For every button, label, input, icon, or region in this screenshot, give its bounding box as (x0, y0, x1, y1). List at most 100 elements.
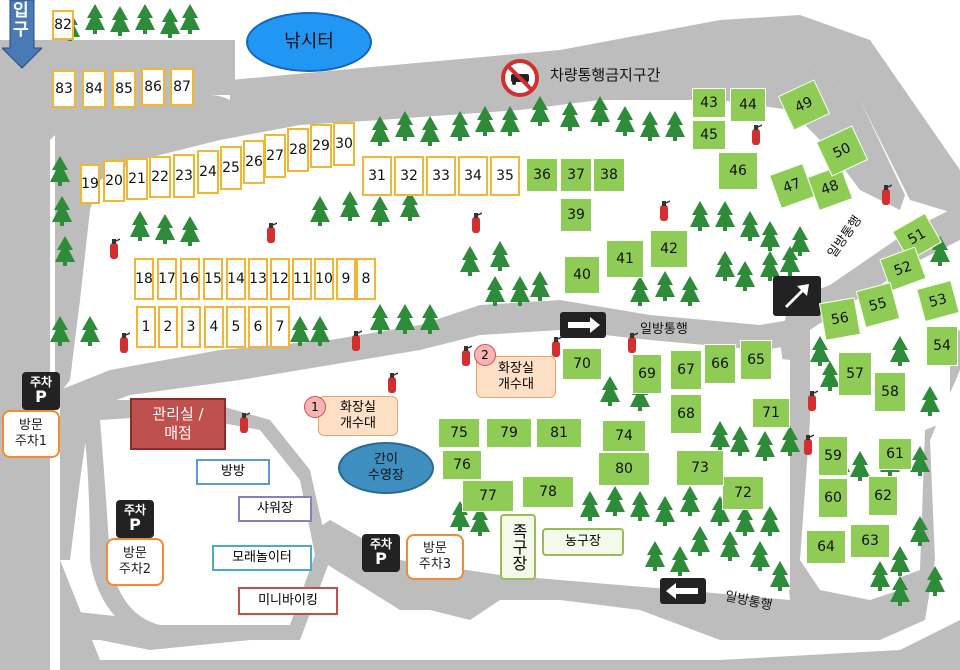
campsite-81[interactable]: 81 (536, 418, 582, 448)
campsite-29[interactable]: 29 (310, 124, 332, 168)
campsite-4[interactable]: 4 (204, 306, 224, 348)
campsite-1[interactable]: 1 (136, 306, 156, 348)
campsite-61[interactable]: 61 (878, 438, 912, 470)
room-facility[interactable]: 방방 (196, 459, 270, 485)
campsite-80[interactable]: 80 (598, 452, 650, 486)
campsite-18[interactable]: 18 (134, 258, 154, 300)
sandbox-facility[interactable]: 모래놀이터 (212, 545, 312, 571)
campsite-10[interactable]: 10 (314, 258, 334, 300)
campsite-8[interactable]: 8 (356, 258, 376, 300)
toilet-1[interactable]: 화장실 개수대 (318, 396, 398, 436)
campsite-72[interactable]: 72 (722, 476, 764, 510)
campsite-74[interactable]: 74 (602, 420, 646, 452)
tree-icon (490, 241, 510, 271)
campsite-71[interactable]: 71 (752, 398, 790, 428)
visitor-1-label: 방문 주차1 (14, 417, 48, 449)
minibike-facility[interactable]: 미니바이킹 (238, 587, 338, 615)
campsite-13[interactable]: 13 (248, 258, 268, 300)
campsite-23[interactable]: 23 (173, 154, 195, 198)
campsite-16[interactable]: 16 (180, 258, 200, 300)
campsite-14[interactable]: 14 (226, 258, 246, 300)
campsite-82[interactable]: 82 (52, 10, 74, 40)
tree-icon (715, 201, 735, 231)
campsite-62[interactable]: 62 (868, 476, 898, 516)
campsite-33[interactable]: 33 (426, 156, 456, 196)
campsite-78[interactable]: 78 (522, 476, 574, 508)
campsite-76[interactable]: 76 (442, 450, 482, 480)
campsite-21[interactable]: 21 (126, 158, 148, 200)
visitor-parking-2[interactable]: 방문 주차2 (106, 538, 164, 586)
campsite-6[interactable]: 6 (248, 306, 268, 348)
campsite-77[interactable]: 77 (462, 480, 514, 512)
campsite-26[interactable]: 26 (243, 140, 265, 184)
campsite-70[interactable]: 70 (562, 348, 602, 380)
campsite-67[interactable]: 67 (670, 350, 702, 390)
campsite-31[interactable]: 31 (362, 156, 392, 196)
jokgu-court[interactable]: 족구장 (500, 514, 536, 580)
campsite-84[interactable]: 84 (82, 70, 106, 108)
campsite-59[interactable]: 59 (818, 436, 848, 476)
campsite-2[interactable]: 2 (158, 306, 178, 348)
pool[interactable]: 간이 수영장 (338, 442, 434, 494)
campsite-39[interactable]: 39 (560, 198, 592, 232)
campsite-44[interactable]: 44 (730, 88, 766, 122)
campsite-42[interactable]: 42 (650, 230, 688, 268)
campsite-27[interactable]: 27 (264, 134, 286, 178)
campsite-58[interactable]: 58 (874, 372, 906, 412)
campsite-15[interactable]: 15 (203, 258, 223, 300)
campsite-60[interactable]: 60 (818, 478, 848, 518)
campsite-87[interactable]: 87 (170, 68, 194, 106)
office-store[interactable]: 관리실 / 매점 (130, 398, 226, 450)
shower-facility[interactable]: 샤워장 (238, 496, 312, 522)
campsite-22[interactable]: 22 (149, 156, 171, 198)
campsite-20[interactable]: 20 (103, 160, 125, 202)
visitor-parking-3[interactable]: 방문 주차3 (406, 534, 464, 580)
campsite-3[interactable]: 3 (181, 306, 201, 348)
campsite-30[interactable]: 30 (333, 122, 355, 166)
campsite-66[interactable]: 66 (704, 344, 736, 384)
campsite-73[interactable]: 73 (676, 450, 724, 486)
campsite-9[interactable]: 9 (336, 258, 356, 300)
campsite-37[interactable]: 37 (560, 158, 592, 192)
campsite-46[interactable]: 46 (718, 152, 758, 190)
campsite-17[interactable]: 17 (157, 258, 177, 300)
campsite-7[interactable]: 7 (270, 306, 290, 348)
campsite-75[interactable]: 75 (438, 418, 480, 448)
campsite-56[interactable]: 56 (818, 297, 862, 341)
basketball-court[interactable]: 농구장 (542, 528, 624, 556)
campsite-5[interactable]: 5 (226, 306, 246, 348)
campsite-83[interactable]: 83 (52, 70, 76, 108)
tree-icon (640, 111, 660, 141)
campsite-79[interactable]: 79 (486, 418, 532, 448)
campsite-34[interactable]: 34 (458, 156, 488, 196)
tree-icon (130, 211, 150, 241)
tree-icon (870, 561, 890, 591)
tree-icon (55, 236, 75, 266)
visitor-parking-1[interactable]: 방문 주차1 (2, 410, 60, 458)
campsite-54[interactable]: 54 (926, 326, 958, 366)
campsite-57[interactable]: 57 (838, 352, 872, 396)
campsite-69[interactable]: 69 (632, 354, 662, 394)
campsite-45[interactable]: 45 (692, 120, 726, 150)
campsite-36[interactable]: 36 (526, 158, 558, 192)
campsite-41[interactable]: 41 (606, 240, 644, 278)
campsite-43[interactable]: 43 (692, 88, 726, 118)
campsite-63[interactable]: 63 (850, 524, 890, 558)
campsite-19[interactable]: 19 (80, 164, 100, 204)
campsite-32[interactable]: 32 (394, 156, 424, 196)
campsite-28[interactable]: 28 (287, 128, 309, 172)
campsite-65[interactable]: 65 (740, 340, 772, 380)
campsite-35[interactable]: 35 (490, 156, 520, 196)
campsite-11[interactable]: 11 (292, 258, 312, 300)
campsite-64[interactable]: 64 (806, 530, 846, 564)
campsite-12[interactable]: 12 (270, 258, 290, 300)
campsite-40[interactable]: 40 (564, 256, 600, 294)
campsite-68[interactable]: 68 (670, 394, 702, 434)
campsite-38[interactable]: 38 (593, 158, 625, 192)
campsite-24[interactable]: 24 (197, 150, 219, 194)
campsite-86[interactable]: 86 (141, 68, 165, 106)
campsite-25[interactable]: 25 (220, 146, 242, 190)
campsite-85[interactable]: 85 (112, 70, 136, 108)
tree-icon (50, 316, 70, 346)
